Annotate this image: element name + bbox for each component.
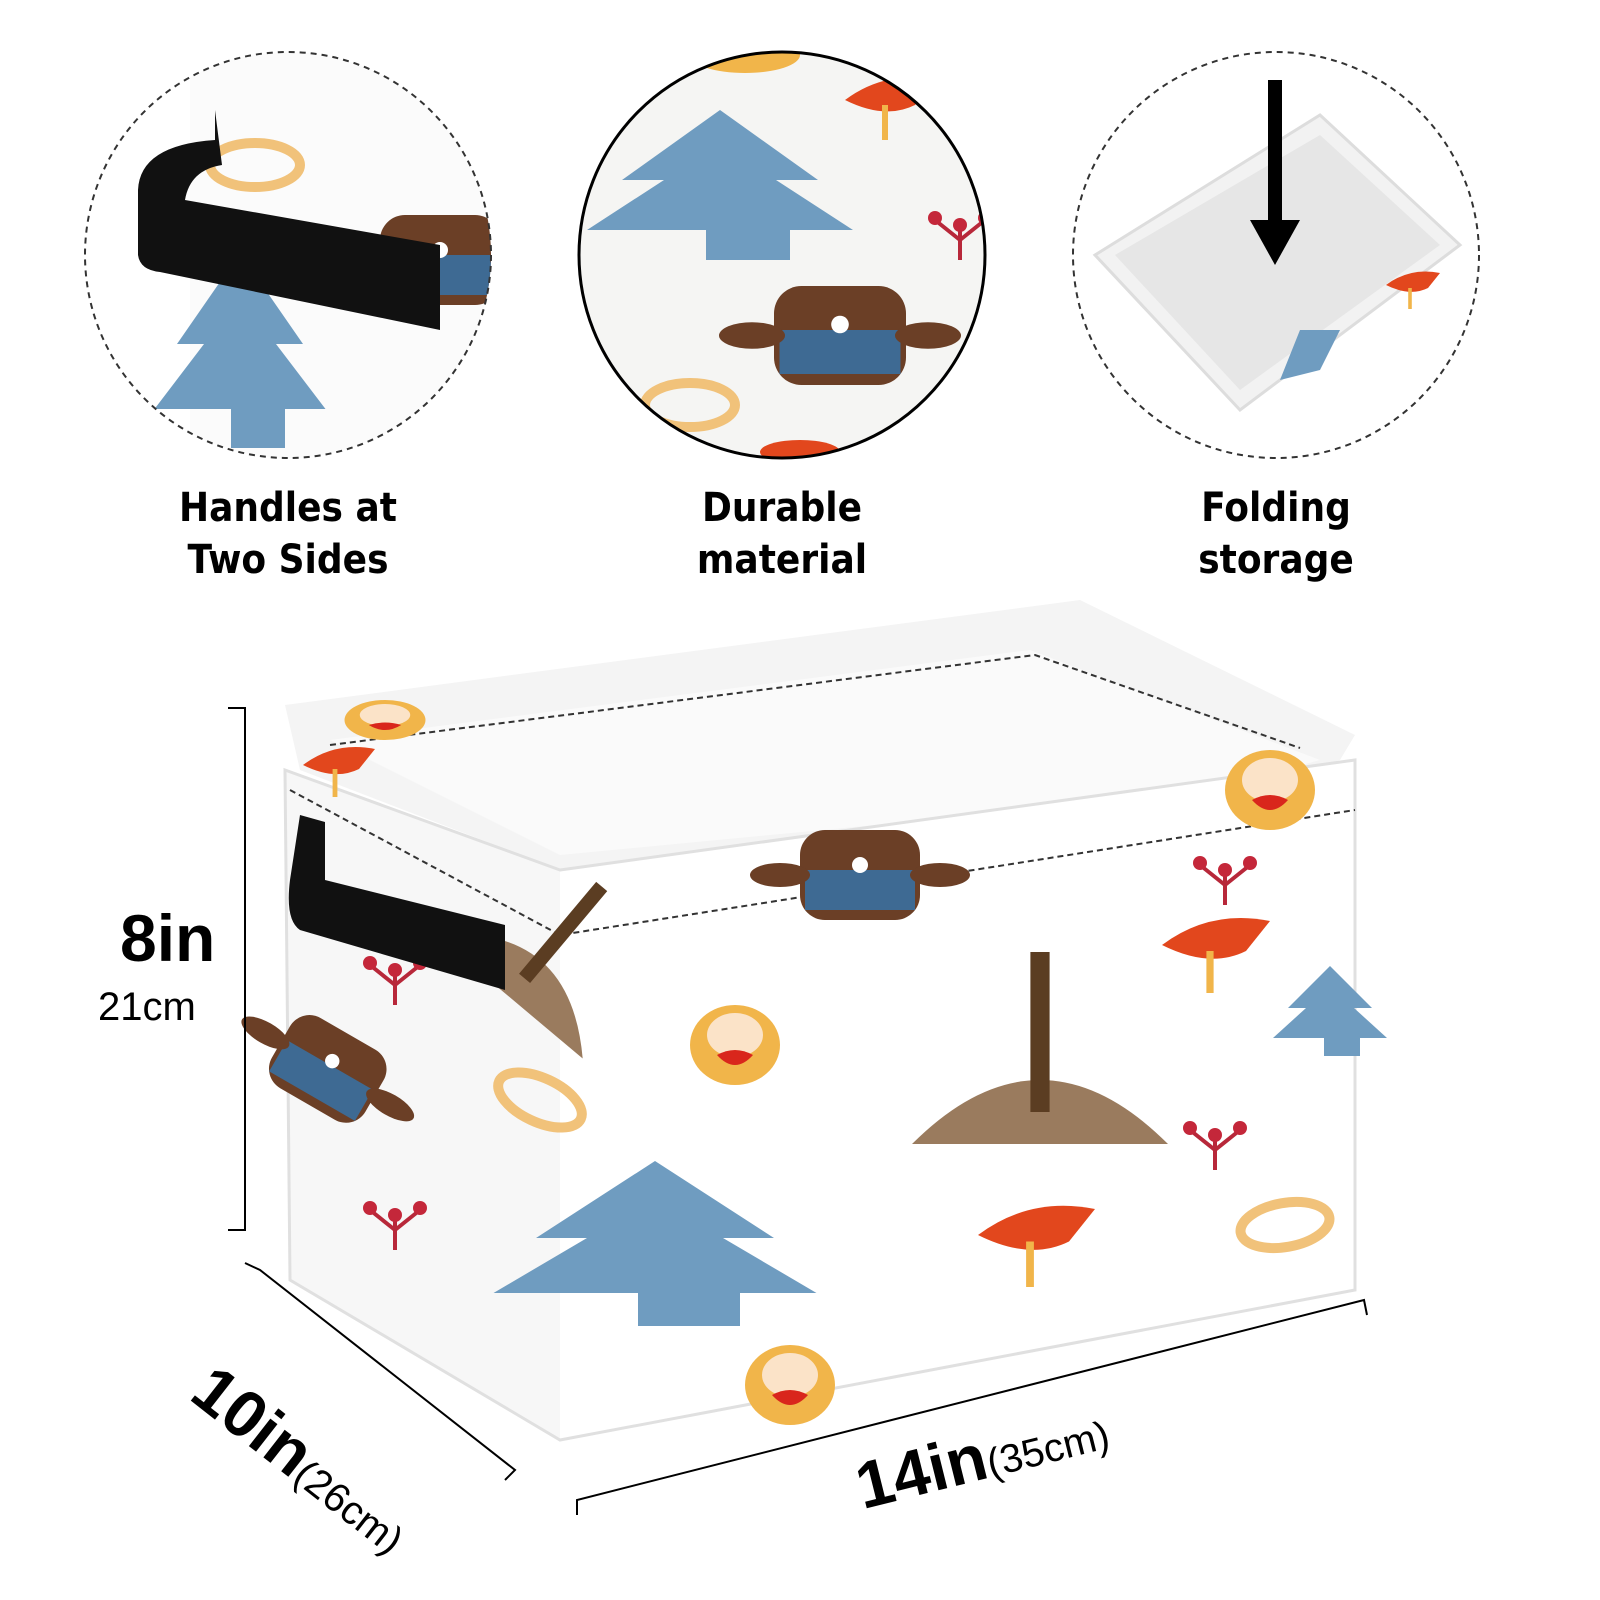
fabric-closeup-circle	[577, 50, 987, 460]
feature-label-handles: Handles at Two Sides	[153, 482, 423, 586]
feature-label-folding: Folding storage	[1141, 482, 1411, 586]
feature-label-durable: Durable material	[647, 482, 917, 586]
down-arrow-icon	[1250, 80, 1300, 265]
height-metric: 21cm	[98, 985, 196, 1029]
height-imperial: 8in	[120, 901, 216, 975]
feature-line: Handles at	[178, 485, 398, 531]
feature-line: Two Sides	[187, 537, 389, 583]
dimension-lines	[228, 707, 1368, 1515]
feature-line: storage	[1198, 537, 1354, 583]
feature-line: Folding	[1201, 485, 1351, 531]
feature-line: Durable	[701, 485, 863, 531]
storage-basket	[221, 600, 1387, 1442]
feature-line: material	[696, 537, 868, 583]
handle	[288, 815, 505, 990]
handle-closeup-circle	[84, 51, 492, 459]
folding-storage-circle	[1072, 51, 1480, 459]
